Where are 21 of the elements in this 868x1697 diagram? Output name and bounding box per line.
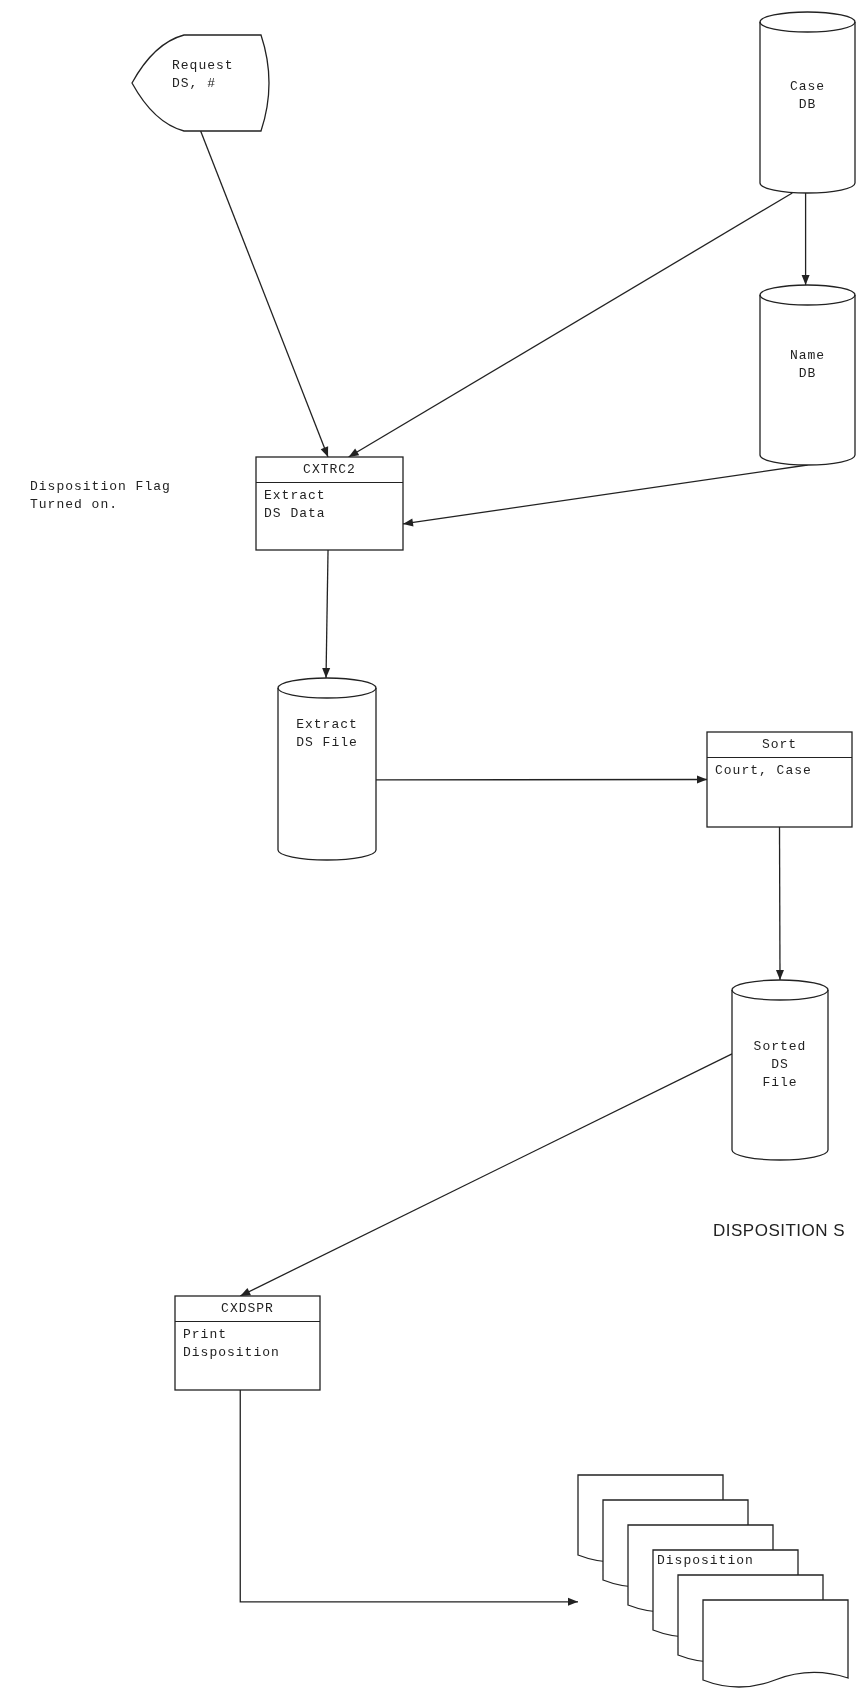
arrow bbox=[239, 1053, 733, 1297]
arrow bbox=[200, 130, 329, 458]
annotation-text: Disposition Flag Turned on. bbox=[30, 478, 172, 514]
arrow bbox=[239, 1389, 579, 1606]
process-title: CXDSPR bbox=[175, 1296, 320, 1322]
process-text: Extract DS Data bbox=[264, 487, 327, 523]
diagram-label: DISPOSITION S bbox=[713, 1222, 846, 1240]
node-label: Extract DS File bbox=[296, 716, 358, 752]
process-title: CXTRC2 bbox=[256, 457, 403, 483]
node-label: Name DB bbox=[789, 347, 826, 383]
arrow bbox=[775, 826, 784, 981]
process-title: Sort bbox=[707, 732, 852, 758]
arrow bbox=[322, 549, 331, 679]
arrow bbox=[801, 192, 810, 286]
process-text: Court, Case bbox=[715, 762, 812, 780]
document-label: Disposition bbox=[657, 1552, 754, 1570]
arrow bbox=[347, 192, 793, 458]
node-label: Sorted DS File bbox=[753, 1038, 807, 1092]
node-label: Case DB bbox=[789, 78, 826, 114]
process-text: Print Disposition bbox=[183, 1326, 280, 1362]
node-label: Request DS, # bbox=[172, 57, 235, 93]
